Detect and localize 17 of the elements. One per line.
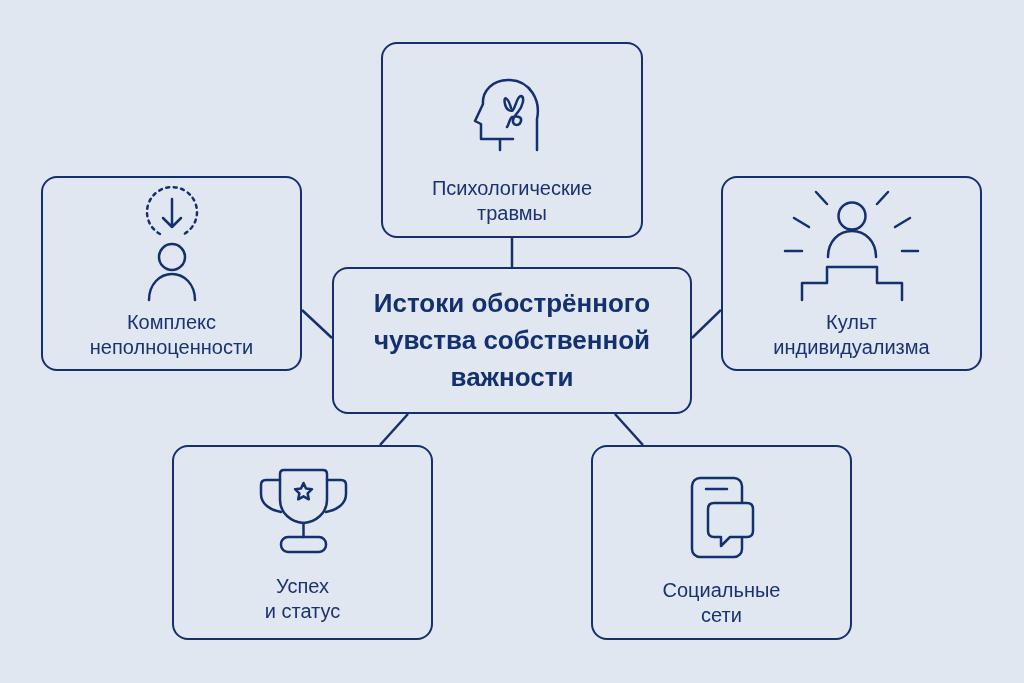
topic-card: [381, 42, 643, 238]
connector-line: [379, 413, 409, 446]
topic-card: [172, 445, 433, 640]
topic-card: [721, 176, 982, 371]
connector-line: [614, 413, 644, 446]
central-topic-card: [332, 267, 692, 414]
connector-line: [510, 238, 514, 267]
connector-line: [691, 309, 722, 339]
topic-card: [591, 445, 852, 640]
topic-label: Комплекс неполноценности: [89, 310, 254, 360]
central-topic-title: Истоки обострённого чувства собственной важности: [373, 287, 651, 394]
topic-label: Успех и статус: [264, 574, 341, 624]
topic-card: [41, 176, 302, 371]
topic-label: Социальные сети: [662, 578, 781, 628]
topic-label: Культ индивидуализма: [773, 310, 930, 360]
topic-label: Психологические травмы: [431, 176, 593, 226]
connector-line: [301, 309, 333, 339]
